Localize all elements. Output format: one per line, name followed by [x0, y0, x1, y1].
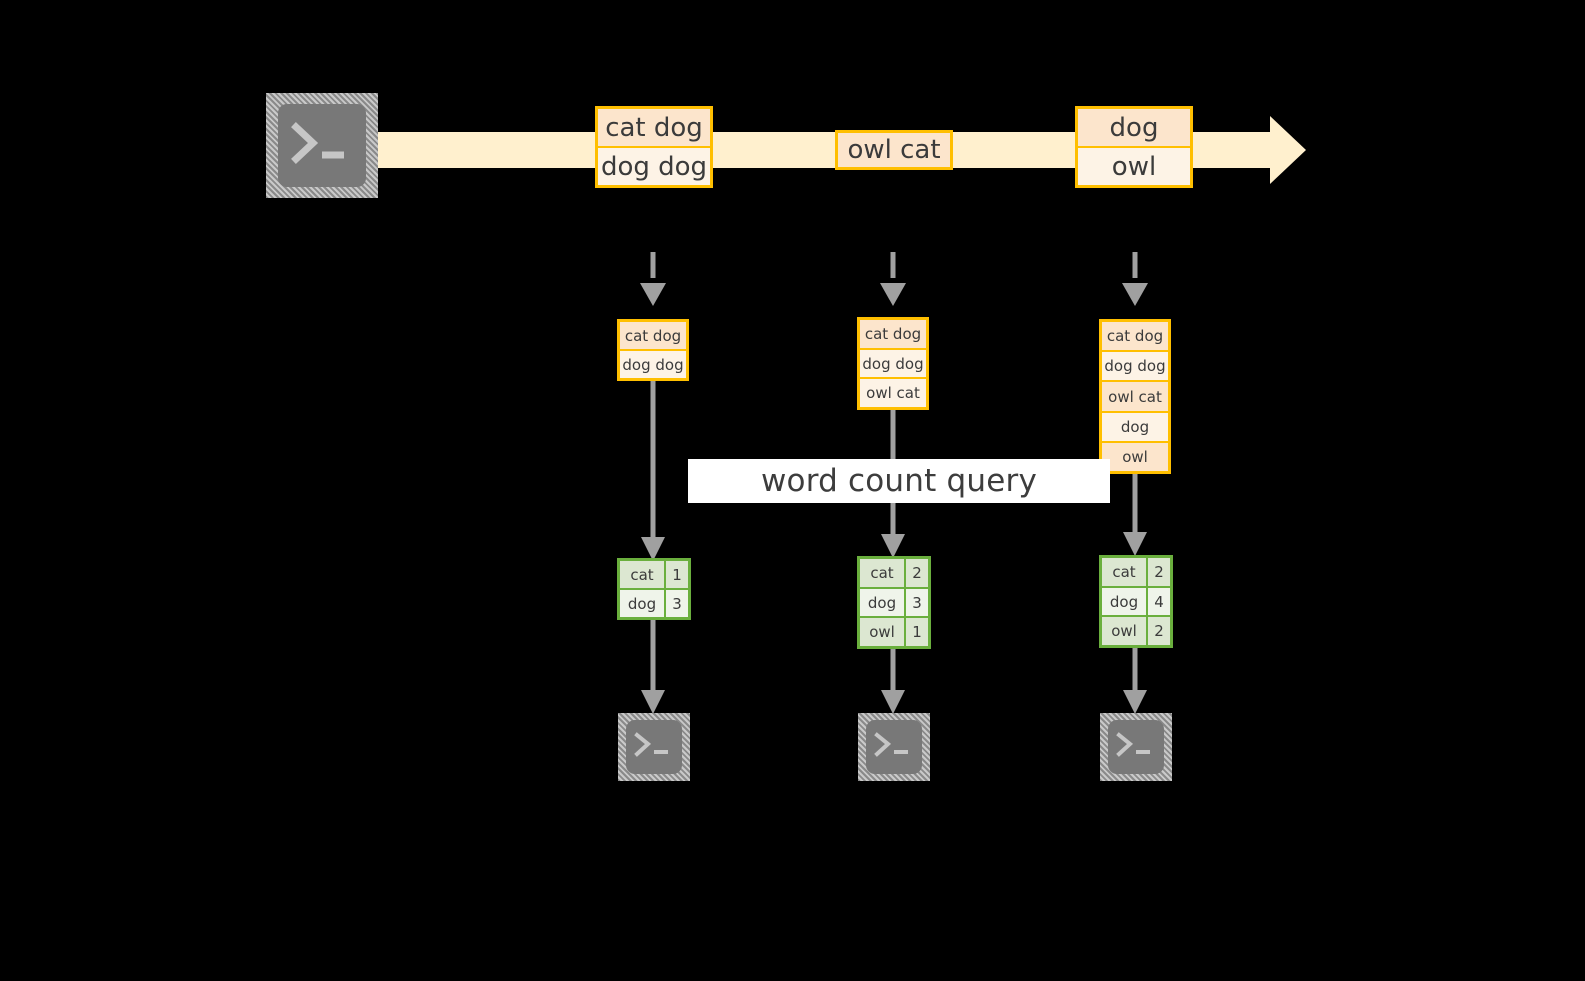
accumulated-record-line: dog dog — [860, 347, 926, 378]
result-word: dog — [627, 594, 657, 613]
column-3-accumulated-records: cat dog dog dog owl cat dog owl — [1099, 319, 1171, 474]
result-word: dog — [867, 593, 897, 612]
result-count: 3 — [664, 590, 688, 617]
table-row: cat 2 — [860, 559, 928, 587]
stream-record-group-3: dog owl — [1075, 106, 1193, 188]
stream-record-line: owl — [1078, 146, 1190, 185]
stream-record-line: cat dog — [598, 109, 710, 146]
terminal-prompt-glyph — [634, 732, 668, 757]
query-label: word count query — [688, 459, 1110, 503]
accumulated-record-line: dog dog — [1102, 350, 1168, 381]
result-word: cat — [870, 563, 894, 582]
column-1-flow-arrow-icon — [641, 381, 665, 561]
result-count: 3 — [904, 588, 928, 617]
accumulated-record-line: owl — [1102, 440, 1168, 472]
accumulated-record-line: cat dog — [1102, 322, 1168, 351]
stream-record-line: dog — [1078, 109, 1190, 146]
column-1-sink-arrow-icon — [641, 620, 665, 714]
terminal-prompt-glyph — [291, 122, 344, 164]
stream-arrow-icon — [1270, 116, 1306, 184]
result-count: 1 — [664, 561, 688, 588]
accumulated-record-line: owl cat — [860, 377, 926, 408]
column-2-sink-terminal-icon — [858, 713, 930, 781]
accumulated-record-line: cat dog — [620, 322, 686, 349]
column-2-ingest-arrow-icon — [880, 252, 906, 306]
accumulated-record-line: dog — [1102, 410, 1168, 441]
column-3-result-table: cat 2 dog 4 owl 2 — [1099, 555, 1173, 648]
source-terminal-icon — [266, 93, 378, 198]
terminal-prompt-glyph — [1116, 732, 1150, 757]
column-2-sink-arrow-icon — [881, 649, 905, 714]
result-count: 2 — [904, 559, 928, 587]
table-row: owl 2 — [1102, 615, 1170, 646]
column-3-sink-arrow-icon — [1123, 648, 1147, 714]
table-row: dog 4 — [1102, 585, 1170, 616]
column-3-sink-terminal-icon — [1100, 713, 1172, 781]
column-1-accumulated-records: cat dog dog dog — [617, 319, 689, 381]
column-1-sink-terminal-icon — [618, 713, 690, 781]
result-word: owl — [869, 623, 895, 642]
result-word: cat — [630, 565, 654, 584]
result-count: 2 — [1146, 558, 1170, 586]
terminal-prompt-glyph — [874, 732, 908, 757]
column-2-accumulated-records: cat dog dog dog owl cat — [857, 317, 929, 410]
result-word: dog — [1109, 592, 1139, 611]
result-count: 4 — [1146, 587, 1170, 616]
column-1-result-table: cat 1 dog 3 — [617, 558, 691, 620]
stream-record-group-2: owl cat — [835, 130, 953, 170]
stream-record-line: dog dog — [598, 146, 710, 185]
table-row: cat 2 — [1102, 558, 1170, 586]
stream-record-line: owl cat — [838, 133, 950, 167]
accumulated-record-line: dog dog — [620, 349, 686, 378]
result-word: owl — [1111, 622, 1137, 641]
table-row: dog 3 — [860, 586, 928, 617]
result-count: 2 — [1146, 617, 1170, 646]
column-1-ingest-arrow-icon — [640, 252, 666, 306]
column-2-result-table: cat 2 dog 3 owl 1 — [857, 556, 931, 649]
accumulated-record-line: owl cat — [1102, 380, 1168, 411]
result-count: 1 — [904, 618, 928, 647]
stream-record-group-1: cat dog dog dog — [595, 106, 713, 188]
table-row: cat 1 — [620, 561, 688, 588]
accumulated-record-line: cat dog — [860, 320, 926, 348]
table-row: owl 1 — [860, 616, 928, 647]
result-word: cat — [1112, 562, 1136, 581]
column-3-ingest-arrow-icon — [1122, 252, 1148, 306]
column-3-flow-arrow-icon — [1123, 474, 1147, 556]
table-row: dog 3 — [620, 588, 688, 617]
